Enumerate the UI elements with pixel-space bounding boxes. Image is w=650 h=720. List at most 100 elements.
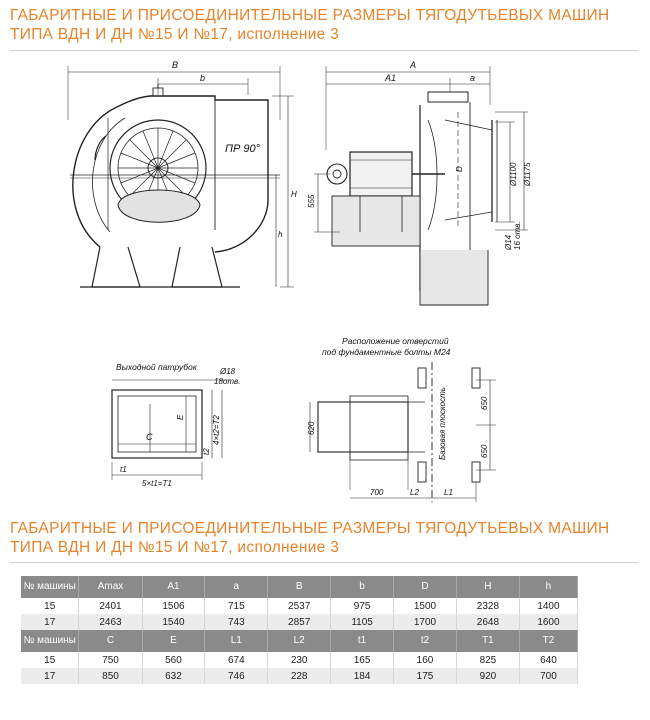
dim-h: h [278,230,283,239]
column-header: T2 [519,630,579,652]
table-cell: 15 [21,652,80,668]
column-header: D [393,576,457,598]
dim-650-lower: 650 [480,444,489,458]
table-cell: 746 [204,668,269,684]
dim-555: 555 [307,194,316,208]
table-cell: 715 [204,598,269,614]
dim-650-upper: 650 [480,396,489,410]
table-cell: 17 [21,614,80,630]
column-header: T1 [456,630,520,652]
table-title: ГАБАРИТНЫЕ И ПРИСОЕДИНИТЕЛЬНЫЕ РАЗМЕРЫ Т… [10,519,609,557]
title-line-2: ТИПА ВДН И ДН №15 И №17, исполнение 3 [10,26,340,43]
column-header: E [142,630,206,652]
table-cell: 160 [393,652,457,668]
foundation-plan-view [309,362,496,502]
dim-L1: L1 [444,488,453,497]
table-cell: 184 [330,668,395,684]
column-header: № машины [21,630,80,652]
table-cell: 743 [204,614,269,630]
dim-d1175: Ø1175 [523,162,532,187]
table-cell: 700 [519,668,579,684]
table-cell: 2401 [78,598,143,614]
table-title-line-2: ТИПА ВДН И ДН №15 И №17, исполнение 3 [10,539,340,556]
table-cell: 1506 [142,598,206,614]
table-cell: 175 [393,668,457,684]
outlet-hole: Ø18 [219,367,236,376]
dim-t2: t2 [202,448,211,455]
column-header: b [330,576,395,598]
column-header: № машины [21,576,80,598]
table-title-line-1: ГАБАРИТНЫЕ И ПРИСОЕДИНИТЕЛЬНЫЕ РАЗМЕРЫ Т… [10,520,610,537]
dim-620: 620 [307,421,316,435]
outlet-caption: Выходной патрубок [116,362,198,372]
foundation-caption-2: под фундаментные болты М24 [322,347,451,357]
dim-A1: A1 [384,73,396,83]
dim-C: C [146,432,153,442]
column-header: h [519,576,579,598]
table-cell: 2463 [78,614,143,630]
table-cell: 850 [78,668,143,684]
table-cell: 1105 [330,614,395,630]
table-cell: 1500 [393,598,457,614]
rotation-label: ПР 90° [225,143,261,155]
dim-T2: 4×t2=T2 [212,415,221,445]
table-cell: 165 [330,652,395,668]
dim-D: D [455,166,464,172]
table-cell: 640 [519,652,579,668]
column-header: Amax [78,576,143,598]
dim-b: b [200,73,205,83]
page-title: ГАБАРИТНЫЕ И ПРИСОЕДИНИТЕЛЬНЫЕ РАЗМЕРЫ Т… [10,6,609,44]
column-header: t2 [393,630,457,652]
foundation-caption-1: Расположение отверстий [342,336,449,346]
column-header: H [456,576,520,598]
table-cell: 920 [456,668,520,684]
column-header: t1 [330,630,395,652]
table-cell: 2648 [456,614,520,630]
table-cell: 750 [78,652,143,668]
dim-T1: 5×t1=T1 [142,479,172,488]
table-title-divider [10,562,638,563]
table-cell: 674 [204,652,269,668]
outlet-hole-count: 18отв. [214,377,240,386]
table-cell: 975 [330,598,395,614]
title-line-1: ГАБАРИТНЫЕ И ПРИСОЕДИНИТЕЛЬНЫЕ РАЗМЕРЫ Т… [10,7,610,24]
table-cell: 1540 [142,614,206,630]
table-cell: 632 [142,668,206,684]
column-header: a [204,576,269,598]
outlet-flange-view [111,379,230,480]
front-view [67,66,294,288]
column-header: C [78,630,143,652]
table-cell: 2537 [267,598,332,614]
dim-A: A [409,60,416,70]
table-cell: 560 [142,652,206,668]
technical-drawing: B b ПР 90° H h [67,60,532,502]
dim-B: B [172,60,178,70]
column-header: A1 [142,576,206,598]
dim-L2: L2 [410,488,419,497]
dim-E: E [176,414,185,420]
column-header: B [267,576,332,598]
dim-t1: t1 [120,465,127,474]
table-cell: 825 [456,652,520,668]
dim-holes: Ø14 [504,234,513,251]
dim-holes-count: 16 отв. [513,221,522,250]
column-header: L2 [267,630,332,652]
table-cell: 15 [21,598,80,614]
table-cell: 2328 [456,598,520,614]
table-cell: 17 [21,668,80,684]
dim-700: 700 [370,488,384,497]
side-view [314,66,528,306]
dim-a: a [470,73,475,83]
dim-d1100: Ø1100 [509,162,518,187]
table-cell: 1400 [519,598,579,614]
base-plane-label: Базовая плоскость [438,387,447,460]
title-divider [10,50,638,51]
table-cell: 1700 [393,614,457,630]
